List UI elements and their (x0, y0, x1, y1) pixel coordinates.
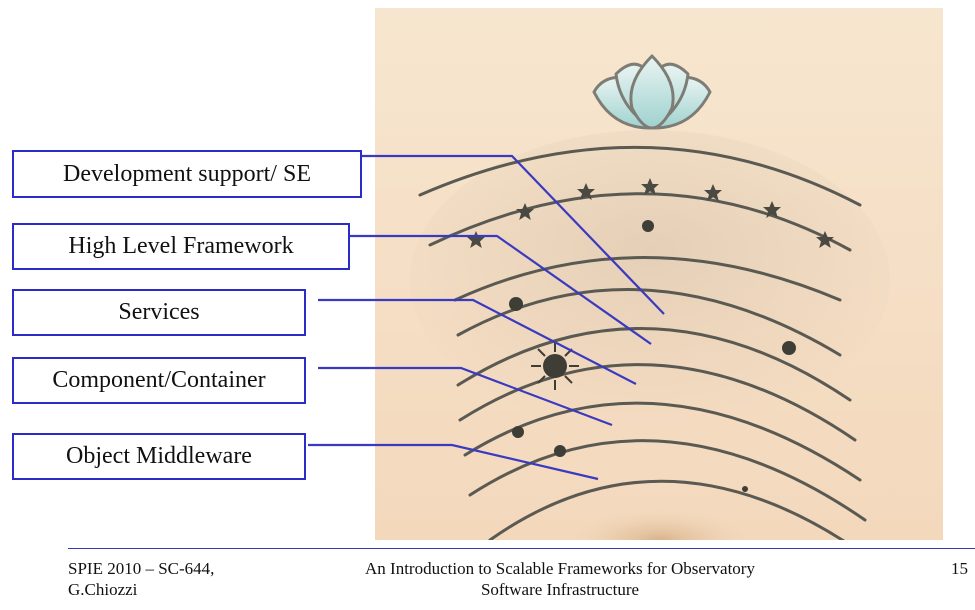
orbit-arc-8 (468, 439, 867, 522)
footer-title-line2: Software Infrastructure (480, 580, 640, 599)
layer-label-services: Services (12, 289, 306, 336)
star-icon (816, 231, 834, 248)
orbit-arc-1 (418, 145, 862, 207)
pointer-lines (308, 154, 665, 481)
star-icon (641, 178, 659, 195)
orbit-arc-6 (458, 363, 857, 442)
page-number: 15 (951, 559, 968, 578)
star-icon (516, 203, 534, 220)
layer-label-dev-support: Development support/ SE (12, 150, 362, 198)
pointer-line-component-container (318, 366, 613, 427)
planet-icon (509, 297, 523, 311)
star-row (467, 178, 834, 248)
pointer-line-object-middleware (308, 443, 599, 481)
star-icon (704, 184, 722, 201)
pointer-line-services (318, 298, 637, 385)
orbit-arc-3 (453, 256, 842, 302)
star-icon (763, 201, 781, 218)
star-icon (577, 183, 595, 200)
footer-divider (68, 548, 975, 549)
layer-label-component-container: Component/Container (12, 357, 306, 404)
orbit-arc-9 (488, 479, 845, 540)
footer-title-line1: An Introduction to Scalable Frameworks f… (365, 559, 755, 578)
pointer-line-high-level-framework (350, 234, 652, 345)
layer-label-object-middleware: Object Middleware (12, 433, 306, 480)
planet-icon (554, 445, 566, 457)
star-icon (467, 231, 485, 248)
pointer-line-dev-support (362, 154, 665, 315)
planets (509, 220, 796, 492)
planet-icon (642, 220, 654, 232)
orbit-arc-5 (456, 327, 852, 402)
footer-author: G.Chiozzi (68, 580, 138, 599)
planet-icon (512, 426, 524, 438)
footer-title: An Introduction to Scalable Frameworks f… (300, 558, 820, 600)
footer-left: SPIE 2010 – SC-644, G.Chiozzi (68, 558, 214, 600)
layer-label-high-level-framework: High Level Framework (12, 223, 350, 270)
orbit-arc-4 (456, 288, 842, 357)
footer-conference: SPIE 2010 – SC-644, (68, 559, 215, 578)
planet-icon (742, 486, 748, 492)
sun-icon (531, 342, 579, 390)
lotus-icon (592, 54, 712, 130)
planet-icon (782, 341, 796, 355)
